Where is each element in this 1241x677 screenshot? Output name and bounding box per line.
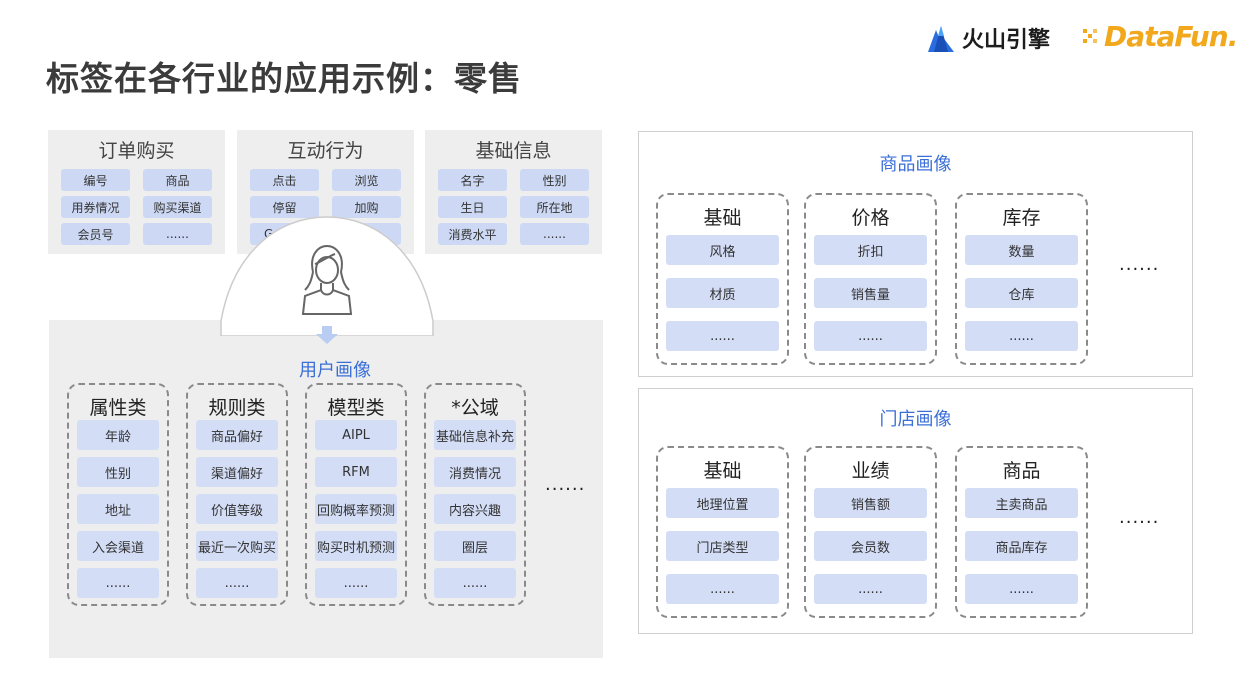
source-panel-title: 订单购买 <box>98 140 175 162</box>
source-chip: 加购 <box>332 196 401 218</box>
tag-item: 年龄 <box>77 420 159 450</box>
source-chip: 用券情况 <box>61 196 130 218</box>
tag-item: 圈层 <box>434 531 516 561</box>
store-profile-title: 门店画像 <box>879 409 952 430</box>
source-chip: 性别 <box>520 169 589 191</box>
tag-item: 风格 <box>666 235 779 265</box>
store-group-performance: 业绩 销售额 会员数 ...... <box>804 446 937 618</box>
tag-item: 主卖商品 <box>965 488 1078 518</box>
source-chip: 浏览 <box>332 169 401 191</box>
tag-item: 价值等级 <box>196 494 278 524</box>
source-chip: 停留 <box>250 196 319 218</box>
product-group-price: 价格 折扣 销售量 ...... <box>804 193 937 365</box>
product-profile-title: 商品画像 <box>879 154 952 175</box>
tag-item: 地理位置 <box>666 488 779 518</box>
tag-item: ...... <box>965 574 1078 604</box>
user-group-model: 模型类 AIPL RFM 回购概率预测 购买时机预测 ...... <box>305 383 407 606</box>
tag-item: ...... <box>196 568 278 598</box>
group-title: 模型类 <box>327 397 385 419</box>
source-chip: ...... <box>143 223 212 245</box>
product-profile-panel: 商品画像 基础 风格 材质 ...... 价格 折扣 销售量 ...... 库存… <box>638 131 1193 377</box>
user-profile-more: ...... <box>545 474 586 495</box>
source-chip: 消费水平 <box>438 223 507 245</box>
volcano-logo-icon <box>928 26 954 52</box>
tag-item: 材质 <box>666 278 779 308</box>
store-profile-panel: 门店画像 基础 地理位置 门店类型 ...... 业绩 销售额 会员数 ....… <box>638 388 1193 634</box>
source-chip: 购买渠道 <box>143 196 212 218</box>
arc-shape <box>220 216 434 336</box>
tag-item: ...... <box>814 574 927 604</box>
slide-title: 标签在各行业的应用示例：零售 <box>46 59 522 98</box>
tag-item: 门店类型 <box>666 531 779 561</box>
user-group-public-domain: *公域 基础信息补充 消费情况 内容兴趣 圈层 ...... <box>424 383 526 606</box>
tag-item: AIPL <box>315 420 397 450</box>
datafun-logo-text: DataFun. <box>1104 20 1238 53</box>
down-arrow-icon <box>316 326 338 344</box>
group-title: 规则类 <box>208 397 266 419</box>
source-panel-order: 订单购买 编号 商品 用券情况 购买渠道 会员号 ...... <box>48 130 225 254</box>
tag-item: 数量 <box>965 235 1078 265</box>
tag-item: ...... <box>315 568 397 598</box>
tag-item: 商品库存 <box>965 531 1078 561</box>
tag-item: 销售额 <box>814 488 927 518</box>
datafun-logo-icon <box>1083 28 1097 43</box>
product-profile-more: ...... <box>1119 254 1160 275</box>
tag-item: 地址 <box>77 494 159 524</box>
tag-item: 销售量 <box>814 278 927 308</box>
store-profile-more: ...... <box>1119 507 1160 528</box>
product-group-inventory: 库存 数量 仓库 ...... <box>955 193 1088 365</box>
group-title: 商品 <box>1002 460 1041 482</box>
group-title: *公域 <box>451 397 499 419</box>
tag-item: ...... <box>434 568 516 598</box>
user-profile-title: 用户画像 <box>299 360 371 381</box>
tag-item: 仓库 <box>965 278 1078 308</box>
source-chip: 点击 <box>250 169 319 191</box>
datafun-logo: DataFun. <box>1082 20 1238 53</box>
source-chip: 生日 <box>438 196 507 218</box>
source-panel-title: 基础信息 <box>475 140 552 162</box>
tag-item: ...... <box>965 321 1078 351</box>
tag-item: 购买时机预测 <box>315 531 397 561</box>
tag-item: ...... <box>814 321 927 351</box>
source-chip: 商品 <box>143 169 212 191</box>
tag-item: ...... <box>666 321 779 351</box>
source-chip: 编号 <box>61 169 130 191</box>
group-title: 基础 <box>703 207 742 229</box>
tag-item: 入会渠道 <box>77 531 159 561</box>
user-profile-panel <box>49 320 603 658</box>
source-chip: 会员号 <box>61 223 130 245</box>
person-icon <box>301 244 353 315</box>
tag-item: 渠道偏好 <box>196 457 278 487</box>
tag-item: 基础信息补充 <box>434 420 516 450</box>
tag-item: 商品偏好 <box>196 420 278 450</box>
tag-item: 会员数 <box>814 531 927 561</box>
source-chip: ...... <box>520 223 589 245</box>
store-group-product: 商品 主卖商品 商品库存 ...... <box>955 446 1088 618</box>
tag-item: ...... <box>666 574 779 604</box>
tag-item: RFM <box>315 457 397 487</box>
volcano-logo-text: 火山引擎 <box>962 28 1051 53</box>
group-title: 业绩 <box>851 460 890 482</box>
group-title: 基础 <box>703 460 742 482</box>
group-title: 属性类 <box>89 397 147 419</box>
tag-item: 最近一次购买 <box>196 531 278 561</box>
source-panel-title: 互动行为 <box>287 140 364 162</box>
tag-item: 性别 <box>77 457 159 487</box>
user-group-attribute: 属性类 年龄 性别 地址 入会渠道 ...... <box>67 383 169 606</box>
tag-item: ...... <box>77 568 159 598</box>
group-title: 价格 <box>851 207 890 229</box>
tag-item: 内容兴趣 <box>434 494 516 524</box>
user-group-rule: 规则类 商品偏好 渠道偏好 价值等级 最近一次购买 ...... <box>186 383 288 606</box>
group-title: 库存 <box>1002 207 1041 229</box>
source-panel-basic-info: 基础信息 名字 性别 生日 所在地 消费水平 ...... <box>425 130 602 254</box>
product-group-basic: 基础 风格 材质 ...... <box>656 193 789 365</box>
source-chip: 名字 <box>438 169 507 191</box>
source-chip: 所在地 <box>520 196 589 218</box>
store-group-basic: 基础 地理位置 门店类型 ...... <box>656 446 789 618</box>
volcano-engine-logo: 火山引擎 <box>926 22 1050 54</box>
tag-item: 折扣 <box>814 235 927 265</box>
tag-item: 消费情况 <box>434 457 516 487</box>
tag-item: 回购概率预测 <box>315 494 397 524</box>
